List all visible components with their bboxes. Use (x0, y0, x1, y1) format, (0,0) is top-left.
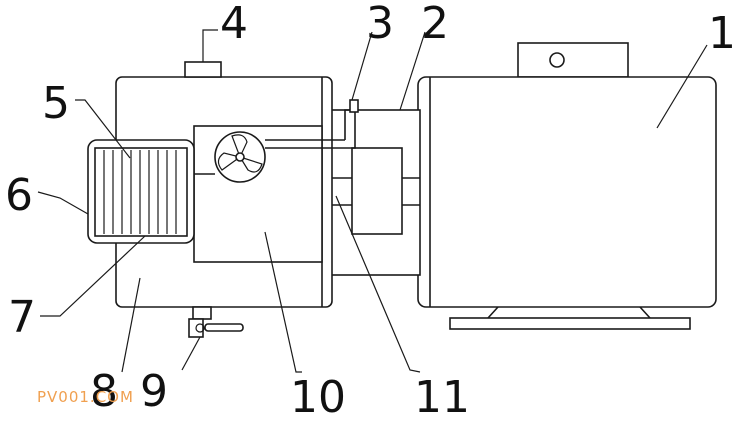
leader-7 (40, 235, 146, 317)
leader-4 (202, 29, 218, 62)
radiator-core (94, 147, 188, 237)
motor-foot-left (487, 306, 499, 319)
motor-body (417, 42, 717, 330)
leader-3 (351, 31, 373, 101)
fan-blade (231, 134, 248, 159)
coupling-housing (329, 109, 421, 276)
leader-10 (264, 231, 302, 373)
label-6: 6 (5, 170, 33, 221)
label-3: 3 (366, 0, 394, 49)
leader-2 (399, 31, 426, 111)
pipe-outlet (349, 99, 359, 113)
label-11: 11 (414, 372, 470, 422)
label-4: 4 (220, 0, 248, 49)
part-numbers: 1 2 3 4 5 6 7 8 9 10 11 (5, 0, 736, 422)
motor-terminal-box (517, 42, 629, 78)
label-1: 1 (708, 8, 736, 59)
radiator (87, 139, 195, 244)
leader-11 (335, 195, 421, 373)
fan-blade (238, 155, 263, 173)
oil-filler-cap (184, 61, 222, 78)
motor-foot-right (639, 306, 651, 319)
radiator-fins (103, 150, 177, 234)
leader-5 (75, 99, 131, 159)
label-7: 7 (8, 292, 36, 343)
terminal-hole (549, 52, 565, 68)
motor-base-plate (449, 317, 691, 330)
leader-1 (656, 44, 708, 129)
valve-knob (195, 323, 205, 333)
inner-chamber (193, 99, 359, 263)
coupling-block (351, 147, 403, 235)
label-8: 8 (90, 366, 118, 417)
fan-hub (235, 152, 245, 162)
leader-8 (121, 277, 141, 373)
label-5: 5 (42, 78, 70, 129)
label-10: 10 (290, 372, 346, 422)
valve-handle (204, 323, 244, 332)
watermark-text: PV001.COM (37, 388, 134, 406)
leader-6 (37, 191, 89, 215)
valve-neck (192, 306, 212, 320)
label-9: 9 (140, 366, 168, 417)
drain-valve (188, 306, 244, 338)
leader-9 (181, 336, 201, 371)
label-2: 2 (421, 0, 449, 49)
motor-housing (417, 76, 717, 308)
fan-blade (217, 152, 242, 171)
leader-lines (37, 29, 708, 373)
